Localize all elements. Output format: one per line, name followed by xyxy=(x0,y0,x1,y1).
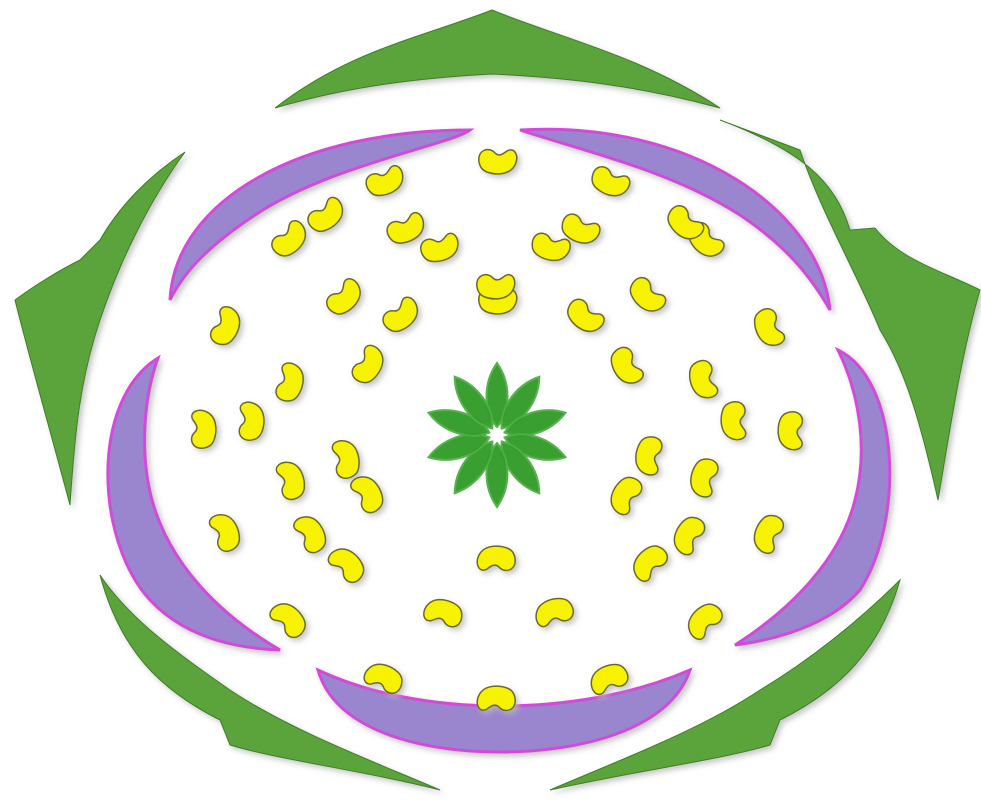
stamen-19 xyxy=(686,358,720,401)
stamen-1 xyxy=(479,150,517,174)
sepal-2 xyxy=(720,120,980,500)
stamen-20 xyxy=(687,456,720,499)
stamen-6 xyxy=(749,511,786,555)
stamen-11 xyxy=(267,597,311,641)
sepal-5 xyxy=(15,152,185,505)
petal-3 xyxy=(735,350,890,645)
stamen-12 xyxy=(207,510,244,554)
stamen-43 xyxy=(720,401,746,440)
sepal-1 xyxy=(275,10,720,108)
stamen-31 xyxy=(605,472,645,517)
stamen-21 xyxy=(627,540,671,584)
stamen-14 xyxy=(208,304,245,348)
stamen-32 xyxy=(477,546,515,570)
stamen-24 xyxy=(325,542,369,586)
petal-whorl xyxy=(108,129,890,752)
stamen-42 xyxy=(239,402,265,441)
stamen-13 xyxy=(192,410,216,448)
stamen-26 xyxy=(274,361,307,404)
petal-5 xyxy=(108,358,280,650)
stamen-whorls xyxy=(192,150,803,711)
stamen-39 xyxy=(477,274,515,299)
stamen-47 xyxy=(668,512,708,557)
stamen-33 xyxy=(348,471,388,516)
stamen-28 xyxy=(419,232,462,266)
stamen-34 xyxy=(349,343,389,388)
stamen-17 xyxy=(529,231,572,264)
stamen-18 xyxy=(624,274,668,318)
stamen-16 xyxy=(363,163,407,200)
stamen-4 xyxy=(750,306,787,350)
stamen-35 xyxy=(304,194,349,237)
stamen-2 xyxy=(588,164,632,201)
stamen-27 xyxy=(323,276,367,320)
stamen-25 xyxy=(275,458,309,501)
stamen-7 xyxy=(682,598,726,642)
stamen-23 xyxy=(422,596,465,629)
stamen-15 xyxy=(268,218,312,262)
stamen-40 xyxy=(379,294,424,337)
stamen-22 xyxy=(532,595,575,629)
stamen-45 xyxy=(633,435,663,476)
stamen-30 xyxy=(606,344,646,389)
carpel-star xyxy=(425,363,568,507)
stamen-46 xyxy=(291,511,331,556)
stamen-5 xyxy=(778,412,802,450)
stamen-44 xyxy=(331,438,362,480)
stamen-41 xyxy=(562,296,607,338)
